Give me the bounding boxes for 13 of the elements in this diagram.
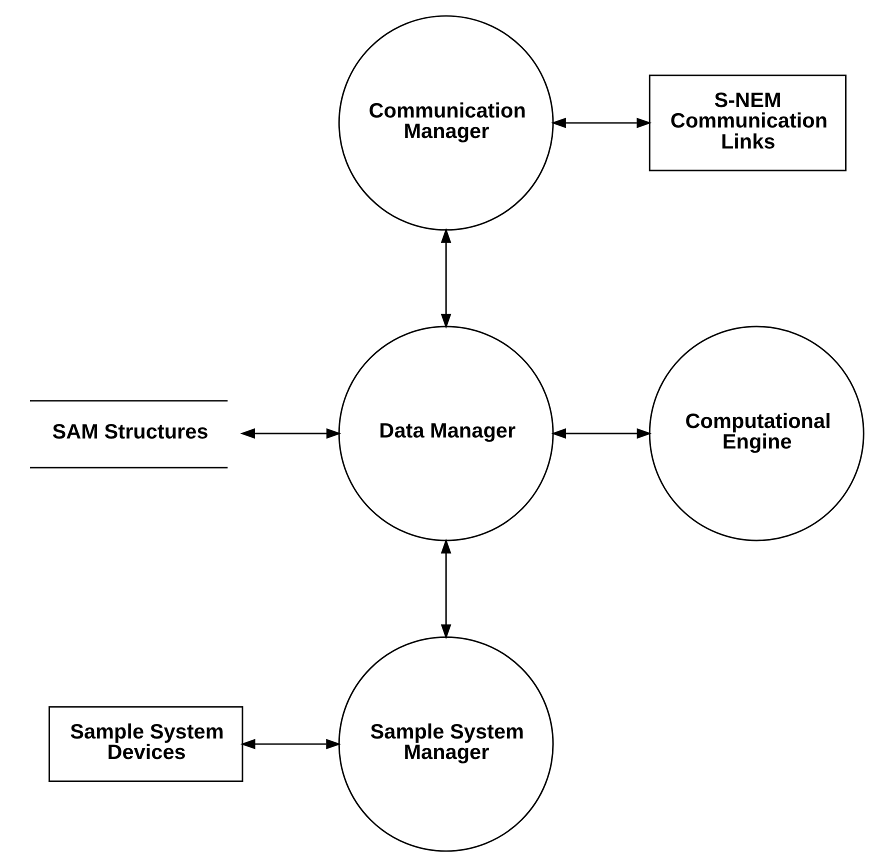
arrow	[551, 428, 652, 439]
node-box: S-NEM Communication Links	[648, 74, 847, 172]
arrow	[551, 118, 652, 128]
node-box: Sample System Devices	[48, 706, 244, 782]
arrow	[440, 228, 452, 329]
arrow	[240, 738, 342, 750]
node-circle: Communication Manager	[338, 15, 554, 231]
node-circle: Sample System Manager	[338, 636, 554, 852]
node-text: SAM Structures	[52, 420, 208, 444]
node-circle: Computational Engine	[648, 326, 864, 542]
arrow	[440, 538, 452, 640]
arrow	[240, 428, 342, 439]
node-circle: Data Manager	[338, 326, 554, 542]
